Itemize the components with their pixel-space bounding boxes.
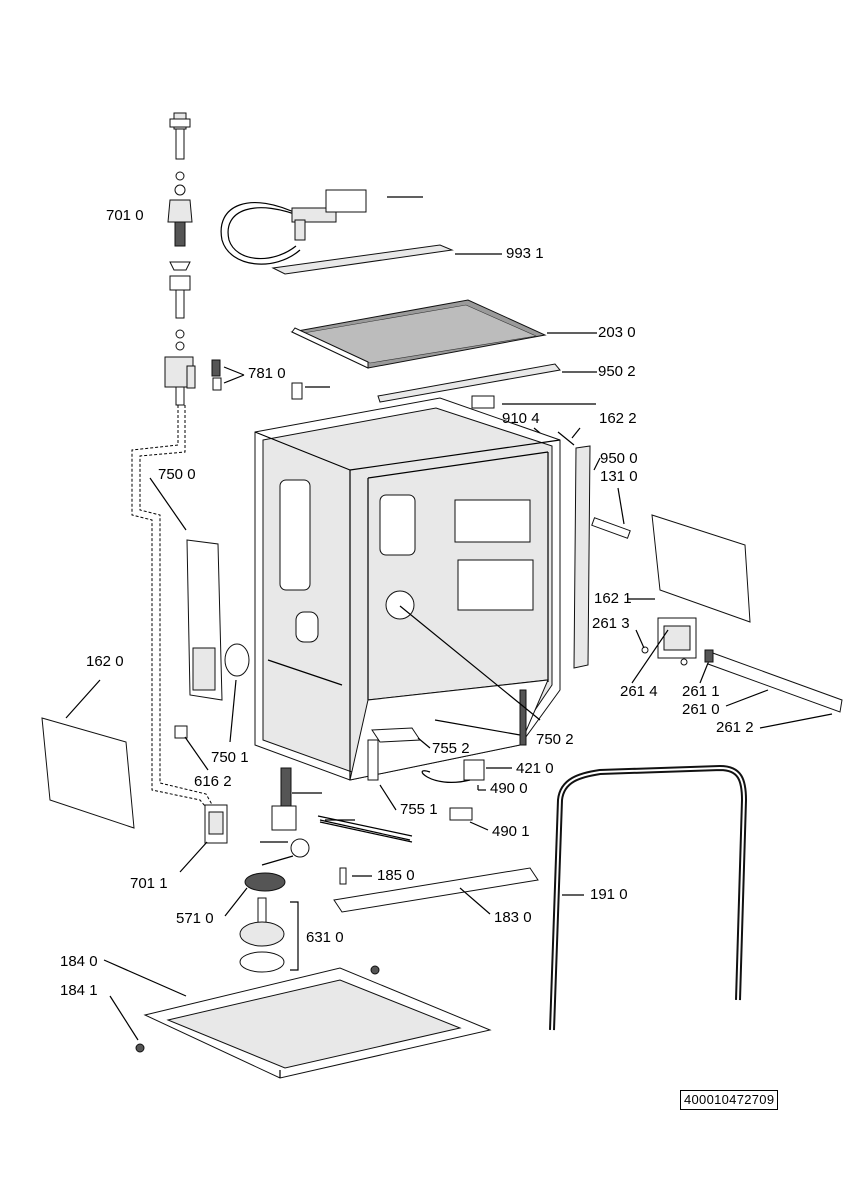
valve-701-1 — [204, 804, 228, 844]
insulation-strip — [271, 244, 454, 275]
callout-750-1: 750 1 — [211, 749, 249, 766]
callout-162-2: 162 2 — [599, 410, 637, 427]
base-tray-184 — [135, 965, 492, 1079]
callout-261-0: 261 0 — [682, 701, 720, 718]
callout-490-0: 490 0 — [490, 780, 528, 797]
callout-631-0: 631 0 — [306, 929, 344, 946]
callout-750-2: 750 2 — [536, 731, 574, 748]
callout-162-0: 162 0 — [86, 653, 124, 670]
side-panel-162-0 — [41, 717, 135, 829]
tub-frame — [254, 397, 561, 781]
callout-755-1: 755 1 — [400, 801, 438, 818]
callout-490-1: 490 1 — [492, 823, 530, 840]
callout-203-0: 203 0 — [598, 324, 636, 341]
screw-185 — [339, 867, 347, 885]
door-seal-191 — [549, 764, 748, 1031]
side-strip-950 — [573, 445, 591, 669]
callout-950-2: 950 2 — [598, 363, 636, 380]
inlet-valve-assembly — [164, 112, 196, 406]
callout-162-1: 162 1 — [594, 590, 632, 607]
callout-701-0: 701 0 — [106, 207, 144, 224]
callout-781-0: 781 0 — [248, 365, 286, 382]
callout-616-2: 616 2 — [194, 773, 232, 790]
seal-ring-750-1 — [224, 643, 250, 677]
callout-184-1: 184 1 — [60, 982, 98, 999]
document-number: 400010472709 — [680, 1090, 779, 1110]
inlet-hose-route-dashed-inner — [139, 405, 215, 809]
grid-mat — [290, 299, 547, 369]
callout-184-0: 184 0 — [60, 953, 98, 970]
switch-490-1 — [449, 807, 473, 821]
callout-750-0: 750 0 — [158, 466, 196, 483]
callout-183-0: 183 0 — [494, 909, 532, 926]
callout-701-1: 701 1 — [130, 875, 168, 892]
callout-185-0: 185 0 — [377, 867, 415, 884]
fasteners-781 — [211, 359, 303, 400]
callout-261-3: 261 3 — [592, 615, 630, 632]
callout-261-2: 261 2 — [716, 719, 754, 736]
clip-131 — [591, 517, 631, 539]
side-panel-162-1 — [651, 514, 751, 623]
callout-131-0: 131 0 — [600, 468, 638, 485]
callout-191-0: 191 0 — [590, 886, 628, 903]
drain-hose — [220, 189, 367, 265]
inlet-hose-route-dashed — [131, 405, 211, 813]
plinth-183 — [333, 867, 539, 913]
spring-755-1 — [367, 739, 379, 781]
callout-910-4: 910 4 — [502, 410, 540, 427]
bracket-755-2 — [371, 727, 421, 743]
top-rail — [377, 363, 561, 403]
callout-755-2: 755 2 — [432, 740, 470, 757]
callout-421-0: 421 0 — [516, 760, 554, 777]
sensor-421 — [463, 759, 485, 781]
callout-993-1: 993 1 — [506, 245, 544, 262]
callout-261-4: 261 4 — [620, 683, 658, 700]
bracket-910 — [471, 395, 495, 409]
rail-set-261 — [641, 617, 843, 713]
callout-950-0: 950 0 — [600, 450, 638, 467]
clip-616 — [174, 725, 188, 739]
callout-571-0: 571 0 — [176, 910, 214, 927]
callout-261-1: 261 1 — [682, 683, 720, 700]
pump-heater — [224, 767, 413, 973]
